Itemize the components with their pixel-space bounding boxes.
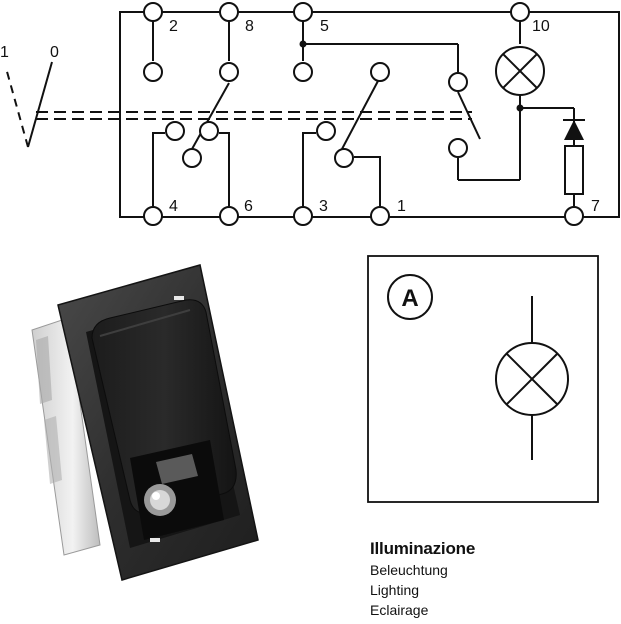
- terminal-label-5: 5: [320, 18, 329, 35]
- lever-label-1: 1: [0, 44, 9, 61]
- caption: Illuminazione Beleuchtung Lighting Eclai…: [370, 538, 475, 620]
- terminal-label-10: 10: [532, 18, 550, 35]
- pilot-lamp-symbol: [495, 46, 545, 96]
- symbol-badge: [387, 274, 433, 320]
- caption-line-de: Beleuchtung: [370, 562, 448, 578]
- diode-symbol: [564, 120, 584, 140]
- terminal-label-4: 4: [169, 198, 178, 215]
- caption-title: Illuminazione: [370, 539, 476, 558]
- rocker-switch-photo: [31, 264, 259, 581]
- resistor-symbol: [564, 145, 584, 195]
- lever-position-0: [27, 61, 53, 148]
- lamp-symbol-icon: [495, 296, 569, 460]
- junction-dot: [516, 104, 524, 112]
- terminal-label-7: 7: [591, 198, 600, 215]
- terminals: [143, 2, 584, 226]
- lighting-symbol-panel: [367, 255, 599, 503]
- caption-line-en: Lighting: [370, 582, 420, 598]
- lever-label-0: 0: [50, 44, 59, 61]
- junction-dot: [299, 40, 307, 48]
- terminal-label-1: 1: [397, 198, 406, 215]
- symbol-badge-letter: A: [401, 285, 418, 312]
- terminal-label-3: 3: [319, 198, 328, 215]
- terminal-label-6: 6: [244, 198, 253, 215]
- lever-position-1: [5, 67, 29, 148]
- switch-schematic: [5, 11, 620, 218]
- terminal-label-8: 8: [245, 18, 254, 35]
- schematic-frame: [119, 11, 620, 218]
- caption-line-fr: Eclairage: [370, 602, 429, 618]
- terminal-label-2: 2: [169, 18, 178, 35]
